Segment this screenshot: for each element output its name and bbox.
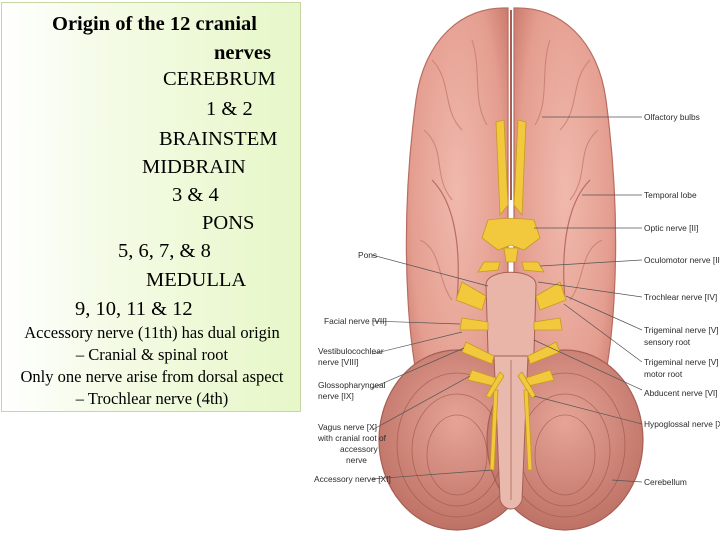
label-vagus-nerve: Vagus nerve [X] <box>318 422 377 432</box>
note-line-3: Only one nerve arise from dorsal aspect <box>20 367 284 386</box>
title-line-1: Origin of the 12 cranial <box>52 13 257 35</box>
label-accessory-nerve: Accessory nerve [XI] <box>314 474 391 484</box>
label-motor-root: motor root <box>644 369 683 379</box>
origin-brainstem: BRAINSTEM <box>159 128 278 150</box>
label-vestibulocochlear-nerve: nerve [VIII] <box>318 357 359 367</box>
origin-cerebrum: CEREBRUM <box>163 68 276 90</box>
label-optic-nerve: Optic nerve [II] <box>644 223 698 233</box>
label-vagus-nerve-end: nerve <box>346 455 367 465</box>
label-hypoglossal-nerve: Hypoglossal nerve [XII] <box>644 419 720 429</box>
brain-base-illustration: Olfactory bulbs Temporal lobe Optic nerv… <box>314 7 720 531</box>
label-vagus-cranial-root: with cranial root of <box>317 433 387 443</box>
origin-midbrain-nerves: 3 & 4 <box>172 184 219 206</box>
label-abducent-nerve: Abducent nerve [VI] <box>644 388 718 398</box>
label-sensory-root: sensory root <box>644 337 691 347</box>
summary-text-panel: Origin of the 12 cranial nerves CEREBRUM… <box>1 2 301 412</box>
label-vagus-accessory: accessory <box>340 444 379 454</box>
origin-medulla: MEDULLA <box>146 269 247 291</box>
label-trigeminal-sensory: Trigeminal nerve [V] <box>644 325 719 335</box>
label-vestibulocochlear: Vestibulocochlear <box>318 346 384 356</box>
label-temporal-lobe: Temporal lobe <box>644 190 697 200</box>
origin-cerebrum-nerves: 1 & 2 <box>206 98 253 120</box>
label-cerebellum: Cerebellum <box>644 477 687 487</box>
label-facial-nerve: Facial nerve [VII] <box>324 316 387 326</box>
label-pons: Pons <box>358 250 377 260</box>
label-oculomotor-nerve: Oculomotor nerve [III] <box>644 255 720 265</box>
pons <box>485 271 537 362</box>
origin-pons: PONS <box>202 212 255 234</box>
label-trochlear-nerve: Trochlear nerve [IV] <box>644 292 717 302</box>
note-line-2: – Cranial & spinal root <box>75 345 229 364</box>
note-line-1: Accessory nerve (11th) has dual origin <box>24 323 280 342</box>
note-line-4: – Trochlear nerve (4th) <box>75 389 229 408</box>
label-olfactory-bulbs: Olfactory bulbs <box>644 112 700 122</box>
origin-midbrain: MIDBRAIN <box>142 156 246 178</box>
label-glossopharyngeal: Glossopharyngeal <box>318 380 386 390</box>
title-line-2: nerves <box>214 42 271 64</box>
origin-medulla-nerves: 9, 10, 11 & 12 <box>75 298 193 320</box>
label-glossopharyngeal-nerve: nerve [IX] <box>318 391 354 401</box>
cranial-nerves <box>455 119 567 471</box>
origin-pons-nerves: 5, 6, 7, & 8 <box>118 240 211 262</box>
label-trigeminal-motor: Trigeminal nerve [V] <box>644 357 719 367</box>
